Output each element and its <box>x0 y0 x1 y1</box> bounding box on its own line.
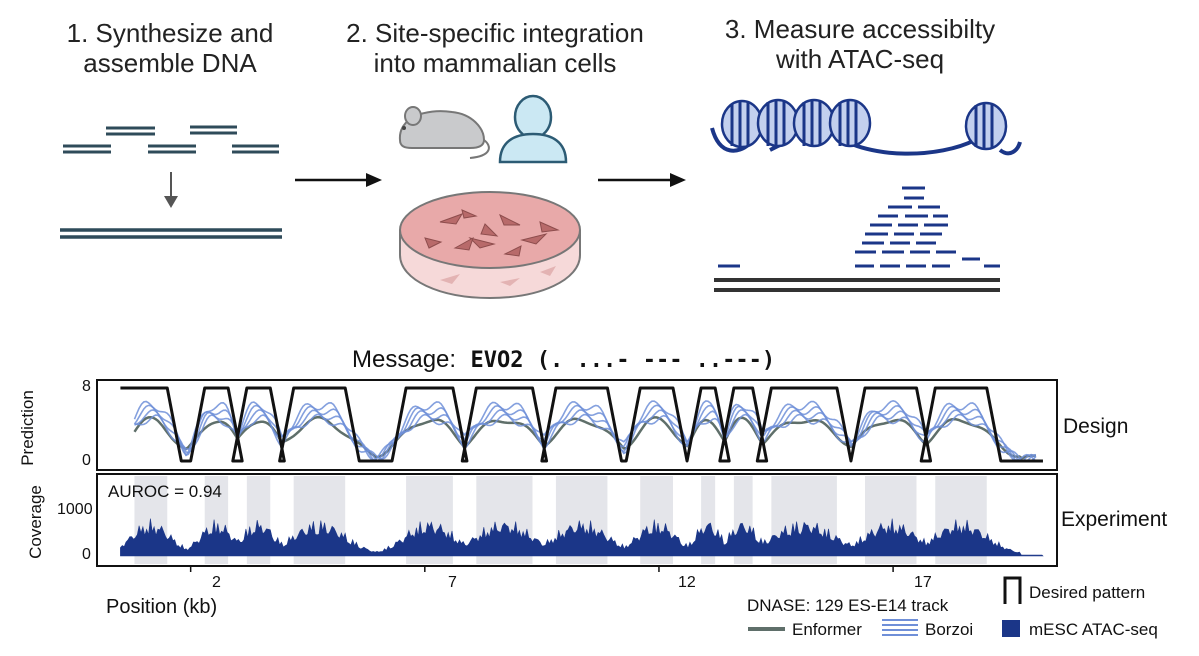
legend-desired-label: Desired pattern <box>1029 583 1146 602</box>
step-3-line-2: with ATAC-seq <box>775 44 945 74</box>
x-axis-label: Position (kb) <box>106 596 218 618</box>
reads-pileup-icon <box>718 186 1000 268</box>
message-label: Message: <box>352 346 457 373</box>
legend-atac-swatch <box>1002 620 1020 637</box>
message-code: EVO2 (. ...- --- ..---) <box>470 348 776 373</box>
xtick-12: 12 <box>678 574 696 591</box>
desired-pattern-line <box>120 386 1043 463</box>
legend-title: DNASE: 129 ES-E14 track <box>747 596 949 615</box>
arrow-right-icon <box>295 173 382 187</box>
mouse-icon <box>398 106 490 159</box>
auroc-label: AUROC = 0.94 <box>108 482 222 501</box>
arrow-down-icon <box>164 172 178 208</box>
genome-line-icon <box>714 278 1000 292</box>
assembled-dna-icon <box>60 228 282 239</box>
design-panel-frame <box>96 379 1058 471</box>
legend-desired-swatch <box>1003 576 1022 604</box>
xtick-2: 2 <box>212 574 221 591</box>
step-1-line-2: assemble DNA <box>83 48 257 78</box>
step-2-line-2: into mammalian cells <box>373 48 617 78</box>
design-ytick-8: 8 <box>82 378 91 395</box>
step-3-line-1: 3. Measure accessibilty <box>724 14 996 44</box>
step-3-title: 3. Measure accessibilty with ATAC-seq <box>700 14 1020 74</box>
step-2-title: 2. Site-specific integration into mammal… <box>315 18 675 78</box>
dna-fragments-icon <box>63 125 279 154</box>
legend-atac-label: mESC ATAC-seq <box>1029 620 1158 639</box>
message-row: Message: EVO2 (. ...- --- ..---) <box>352 346 775 376</box>
design-ytick-0: 0 <box>82 452 91 469</box>
borzoi-line-3 <box>133 399 1037 462</box>
xtick-17: 17 <box>914 574 932 591</box>
atac-coverage-area <box>120 518 1044 557</box>
xtick-7: 7 <box>448 574 457 591</box>
experiment-ytick-1000: 1000 <box>57 501 93 518</box>
step-1-line-1: 1. Synthesize and <box>66 18 274 48</box>
borzoi-line-1 <box>134 409 1037 462</box>
schematic <box>60 94 1022 300</box>
human-icon <box>498 94 568 164</box>
legend-borzoi-swatch <box>882 619 918 636</box>
step-1-title: 1. Synthesize and assemble DNA <box>40 18 300 78</box>
experiment-panel-label: Experiment <box>1061 508 1168 531</box>
nucleosome-icon <box>710 98 1022 156</box>
experiment-panel-frame <box>96 473 1058 567</box>
arrow-right-icon-2 <box>598 173 686 187</box>
legend-enformer-label: Enformer <box>792 620 862 639</box>
experiment-ytick-0: 0 <box>82 546 91 563</box>
design-panel-label: Design <box>1063 415 1129 438</box>
legend-swatches <box>748 576 1022 637</box>
petri-dish-icon <box>399 191 581 300</box>
legend-borzoi-label: Borzoi <box>925 620 974 639</box>
step-2-line-1: 2. Site-specific integration <box>346 18 644 48</box>
